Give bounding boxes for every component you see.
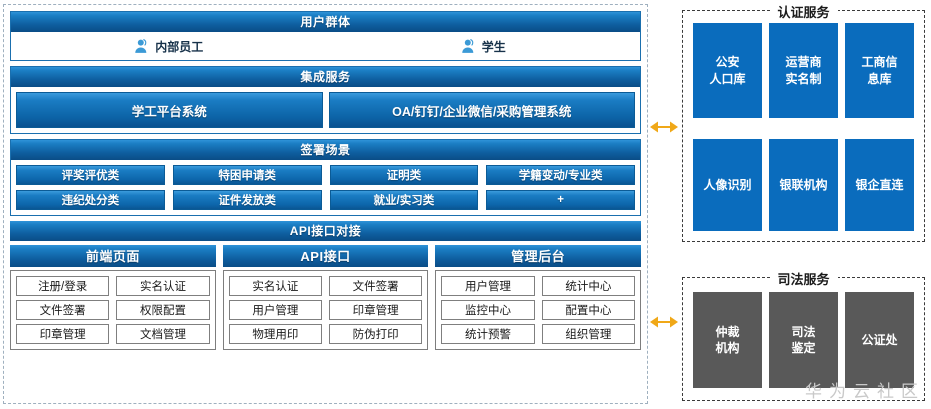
scenario-chip[interactable]: 就业/实习类 xyxy=(329,190,479,210)
api-cell[interactable]: 文件签署 xyxy=(329,276,423,296)
api-cell[interactable]: 权限配置 xyxy=(116,300,210,320)
api-cell[interactable]: 组织管理 xyxy=(541,324,636,344)
scenario-chip[interactable]: 评奖评优类 xyxy=(16,165,165,185)
connector-judicial xyxy=(650,315,678,329)
api-column-interface: API接口 实名认证 文件签署 用户管理 印章管理 物理用印 防伪打印 xyxy=(222,245,429,350)
auth-service-body: 公安人口库 运营商实名制 工商信息库 人像识别 银联机构 银企直连 xyxy=(683,11,924,241)
user-group-title: 用户群体 xyxy=(11,12,640,32)
auth-tile-business-info-db[interactable]: 工商信息库 xyxy=(845,23,914,118)
api-cell[interactable]: 统计中心 xyxy=(541,276,636,296)
auth-service-title: 认证服务 xyxy=(769,2,838,21)
auth-tile-police-population-db[interactable]: 公安人口库 xyxy=(693,23,762,118)
auth-tile-face-recognition[interactable]: 人像识别 xyxy=(693,139,762,231)
signing-scenario-title: 签署场景 xyxy=(11,140,640,160)
api-column-title: 管理后台 xyxy=(435,245,642,267)
scenario-chip[interactable]: 违纪处分类 xyxy=(16,190,165,210)
user-group-row: 内部员工 学生 xyxy=(11,32,640,60)
judicial-service-panel: 司法服务 仲裁机构 司法鉴定 公证处 xyxy=(682,269,925,401)
api-columns: 前端页面 注册/登录 实名认证 文件签署 权限配置 印章管理 文档管理 API xyxy=(10,245,642,350)
user-label: 内部员工 xyxy=(155,39,204,54)
platform-container: 用户群体 内部员工 xyxy=(3,4,648,404)
user-cell-student[interactable]: 学生 xyxy=(326,32,641,60)
api-cell[interactable]: 印章管理 xyxy=(16,324,110,344)
user-label: 学生 xyxy=(481,39,506,54)
integration-service-section: 集成服务 学工平台系统 OA/钉钉/企业微信/采购管理系统 xyxy=(10,66,641,134)
api-column-body: 注册/登录 实名认证 文件签署 权限配置 印章管理 文档管理 xyxy=(10,270,216,350)
api-cell[interactable]: 配置中心 xyxy=(541,300,636,320)
judicial-service-body: 仲裁机构 司法鉴定 公证处 xyxy=(683,278,924,400)
scenario-chip[interactable]: 特困申请类 xyxy=(172,165,322,185)
auth-tile-carrier-realname[interactable]: 运营商实名制 xyxy=(769,23,838,118)
auth-tile-row-1: 公安人口库 运营商实名制 工商信息库 xyxy=(693,23,914,118)
signing-scenario-grid: 评奖评优类 特困申请类 证明类 学籍变动/专业类 违纪处分类 证件发放类 就业/… xyxy=(11,160,640,215)
judicial-tile-forensic[interactable]: 司法鉴定 xyxy=(769,292,838,388)
api-cell[interactable]: 实名认证 xyxy=(228,276,322,296)
integration-service-body: 学工平台系统 OA/钉钉/企业微信/采购管理系统 xyxy=(11,87,640,133)
api-section-title: API接口对接 xyxy=(10,221,641,241)
api-cell[interactable]: 实名认证 xyxy=(116,276,210,296)
judicial-tile-arbitration[interactable]: 仲裁机构 xyxy=(693,292,762,388)
api-cell[interactable]: 用户管理 xyxy=(228,300,322,320)
api-cell[interactable]: 印章管理 xyxy=(329,300,423,320)
scenario-chip[interactable]: 学籍变动/专业类 xyxy=(486,165,635,185)
scenario-chip[interactable]: 证明类 xyxy=(329,165,479,185)
api-cell[interactable]: 防伪打印 xyxy=(329,324,423,344)
system-button-oa-suite[interactable]: OA/钉钉/企业微信/采购管理系统 xyxy=(328,92,635,128)
integration-service-title: 集成服务 xyxy=(11,67,640,87)
auth-tile-bank-enterprise-direct[interactable]: 银企直连 xyxy=(845,139,914,231)
api-column-frontend: 前端页面 注册/登录 实名认证 文件签署 权限配置 印章管理 文档管理 xyxy=(10,245,216,350)
api-section: API接口对接 前端页面 注册/登录 实名认证 文件签署 权限配置 印章管理 文… xyxy=(10,221,642,350)
api-cell[interactable]: 文档管理 xyxy=(116,324,210,344)
api-cell[interactable]: 用户管理 xyxy=(441,276,535,296)
judicial-service-title: 司法服务 xyxy=(769,269,838,288)
auth-tile-unionpay[interactable]: 银联机构 xyxy=(769,139,838,231)
api-column-title: API接口 xyxy=(222,245,429,267)
signing-scenario-section: 签署场景 评奖评优类 特困申请类 证明类 学籍变动/专业类 违纪处分类 证件发放… xyxy=(10,139,641,216)
user-cell-internal-staff[interactable]: 内部员工 xyxy=(11,32,326,60)
connector-auth xyxy=(650,120,678,134)
user-icon xyxy=(460,38,477,55)
api-column-admin: 管理后台 用户管理 统计中心 监控中心 配置中心 统计预警 组织管理 xyxy=(435,245,642,350)
auth-service-panel: 认证服务 公安人口库 运营商实名制 工商信息库 人像识别 银联机构 银企直连 xyxy=(682,2,925,242)
api-cell[interactable]: 注册/登录 xyxy=(16,276,110,296)
auth-tile-row-2: 人像识别 银联机构 银企直连 xyxy=(693,139,914,231)
api-column-body: 用户管理 统计中心 监控中心 配置中心 统计预警 组织管理 xyxy=(435,270,642,350)
api-cell[interactable]: 统计预警 xyxy=(441,324,535,344)
judicial-tile-notary[interactable]: 公证处 xyxy=(845,292,914,388)
user-group-section: 用户群体 内部员工 xyxy=(10,11,641,61)
user-icon xyxy=(133,38,150,55)
api-cell[interactable]: 物理用印 xyxy=(228,324,322,344)
api-column-title: 前端页面 xyxy=(10,245,216,267)
scenario-chip-add[interactable]: + xyxy=(486,190,635,210)
scenario-chip[interactable]: 证件发放类 xyxy=(172,190,322,210)
api-cell[interactable]: 文件签署 xyxy=(16,300,110,320)
api-cell[interactable]: 监控中心 xyxy=(441,300,535,320)
system-button-student-platform[interactable]: 学工平台系统 xyxy=(16,92,323,128)
judicial-tile-row: 仲裁机构 司法鉴定 公证处 xyxy=(693,292,914,388)
api-column-body: 实名认证 文件签署 用户管理 印章管理 物理用印 防伪打印 xyxy=(222,270,429,350)
